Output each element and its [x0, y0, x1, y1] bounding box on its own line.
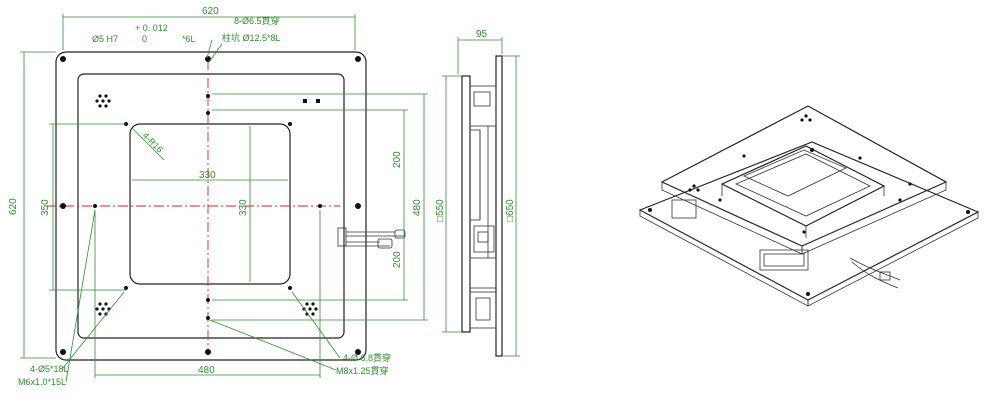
dim-inner-size: □550: [435, 199, 446, 222]
tap-note: M6x1.0*15L: [18, 377, 66, 387]
side-view: 95 □550 □650: [435, 29, 520, 357]
pin-hole: [206, 298, 210, 302]
corner-hole: [355, 349, 361, 355]
dim-window-width: 330: [199, 170, 216, 181]
edge-hole: [205, 56, 211, 62]
corner-hole: [60, 56, 66, 62]
isometric-view: [638, 105, 980, 307]
pin-hole: [206, 111, 210, 115]
vent-cluster: [95, 302, 111, 316]
tolerance-upper: + 0. 012: [135, 23, 168, 33]
counterbore-note: 柱坑 Ø12.5*8L: [222, 32, 281, 43]
bore-note: Ø5 H7: [92, 34, 118, 44]
corner-hole: [355, 56, 361, 62]
bore-depth: *6L: [182, 34, 196, 44]
thru-hole-note: 8-Ø6.5貫穿: [234, 15, 280, 26]
dim-depth: 95: [476, 29, 488, 40]
thru-hole-note-2: 4-Ø 6.8貫穿: [343, 352, 391, 363]
radius-note: 4-R16: [141, 130, 165, 154]
dim-hole-span: 350: [40, 199, 51, 216]
edge-hole: [60, 203, 66, 209]
pin-hole: [288, 286, 292, 290]
dim-window-height: 330: [238, 199, 249, 216]
bore-tolerance-zero: 0: [142, 34, 147, 44]
dim-half-up: 200: [392, 151, 403, 168]
edge-hole: [205, 349, 211, 355]
tap-thru-note: M8x1.25貫穿: [336, 365, 389, 376]
dim-outer-size: □650: [505, 199, 516, 222]
center-window: [129, 123, 291, 285]
pin-hole: [93, 204, 97, 208]
corner-hole: [60, 349, 66, 355]
marker-square: [303, 99, 307, 103]
pin-hole: [124, 286, 128, 290]
pin-hole: [318, 204, 322, 208]
dim-overall-height: 620: [8, 198, 19, 215]
side-top-plate: [461, 75, 471, 333]
dim-half-down: 200: [392, 251, 403, 268]
dim-mount-span-v: 480: [412, 199, 423, 216]
cable-connector: [337, 227, 406, 249]
side-plate: [495, 55, 503, 357]
pin-hole: [206, 316, 210, 320]
pin-hole: [288, 122, 292, 126]
dim-overall-width: 620: [202, 6, 219, 17]
vent-cluster: [95, 94, 111, 108]
edge-hole: [355, 203, 361, 209]
dim-mount-span-h: 480: [198, 365, 215, 376]
pin-hole-note: 4-Ø5*18L: [30, 364, 69, 374]
pin-hole: [206, 94, 210, 98]
marker-square: [316, 99, 320, 103]
iso-bottom-plate: [638, 141, 980, 301]
front-view: 620 620 350 330 330 200 200 480 480: [8, 6, 428, 387]
